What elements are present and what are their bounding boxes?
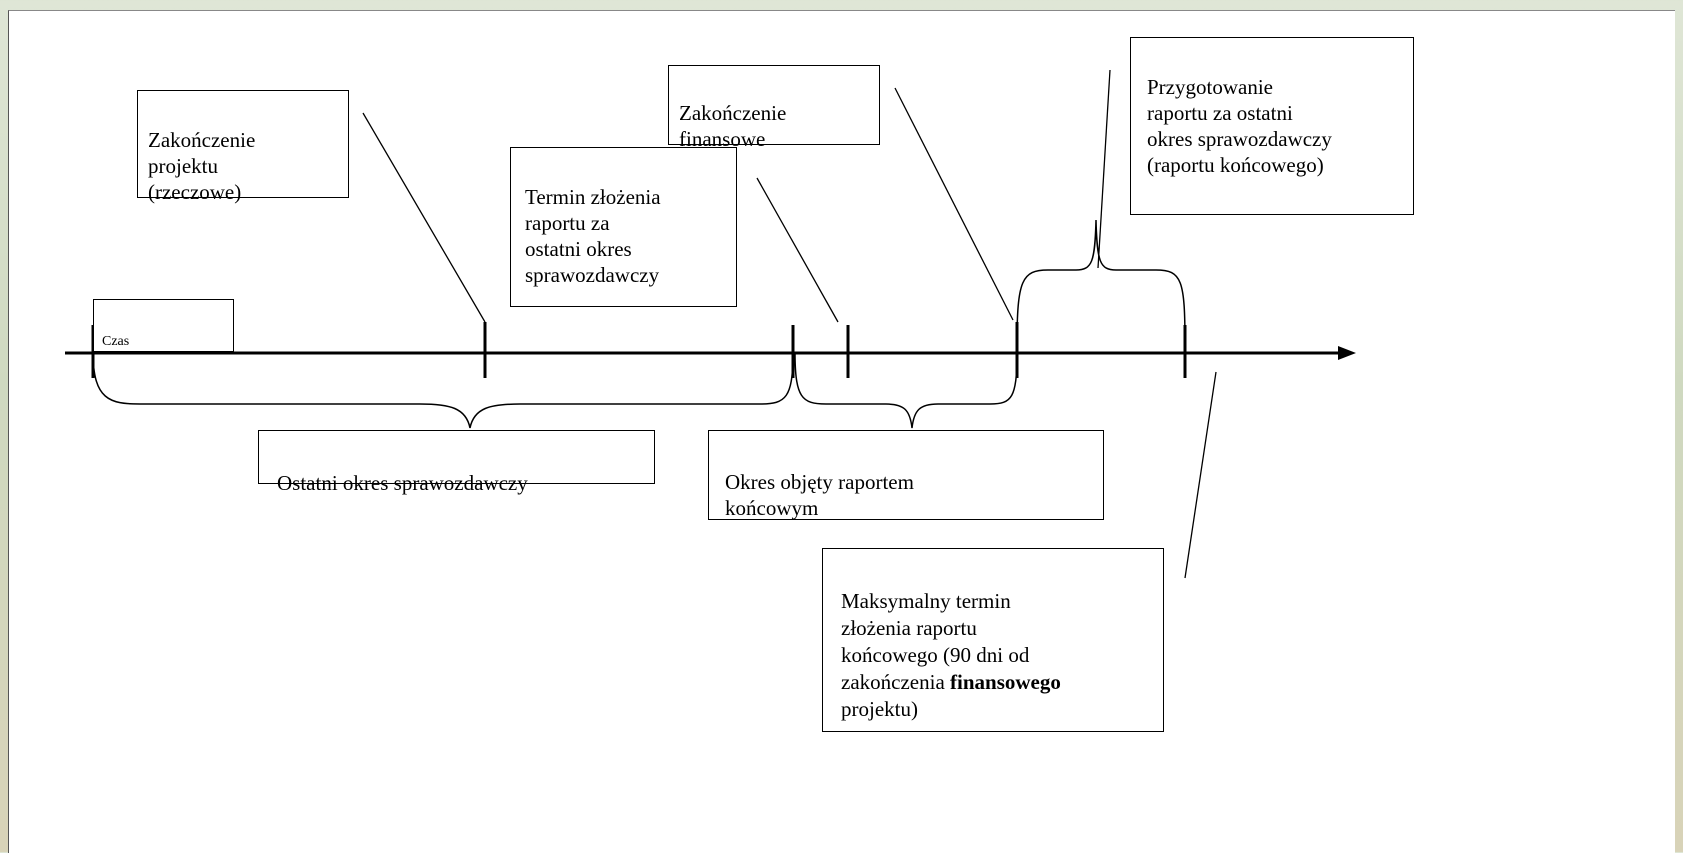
brace-ostatni-okres <box>92 351 794 429</box>
brace-przygotowanie <box>1016 219 1186 346</box>
termin-zlozenia-box: Termin złożenia raportu za ostatni okres… <box>510 147 737 307</box>
zakonczenie-projektu-label: Zakończenie projektu (rzeczowe) <box>148 128 256 204</box>
przygotowanie-box: Przygotowanie raportu za ostatni okres s… <box>1130 37 1414 215</box>
pointer-zakonczenie-projektu <box>362 112 486 323</box>
maksymalny-termin-box: Maksymalny termin złożenia raportu końco… <box>822 548 1164 732</box>
timeline-arrowhead <box>1338 346 1356 360</box>
zakonczenie-projektu-box: Zakończenie projektu (rzeczowe) <box>137 90 349 204</box>
pointer-maksymalny-termin <box>1184 371 1217 579</box>
pointer-termin-zlozenia <box>756 177 839 323</box>
zakonczenie-finansowe-label: Zakończenie finansowe <box>679 101 787 151</box>
termin-zlozenia-label: Termin złożenia raportu za ostatni okres… <box>525 185 661 287</box>
okres-objety-label: Okres objęty raportem końcowym <box>725 470 914 520</box>
pointer-zakonczenie-finansowe <box>894 87 1014 321</box>
maksymalny-termin-label-2: projektu) <box>841 697 918 721</box>
brace-okres-objety <box>794 351 1018 429</box>
maksymalny-termin-label-1: Maksymalny termin złożenia raportu końco… <box>841 589 1030 694</box>
czas-label-box: Czas <box>93 299 234 352</box>
ostatni-okres-box: Ostatni okres sprawozdawczy <box>258 430 655 495</box>
ostatni-okres-label: Ostatni okres sprawozdawczy <box>277 471 528 495</box>
przygotowanie-label: Przygotowanie raportu za ostatni okres s… <box>1147 75 1332 177</box>
czas-label: Czas <box>102 334 130 349</box>
zakonczenie-finansowe-box: Zakończenie finansowe <box>668 65 880 151</box>
pointer-przygotowanie <box>1097 69 1111 269</box>
okres-objety-box: Okres objęty raportem końcowym <box>708 430 1104 520</box>
maksymalny-termin-label-bold: finansowego <box>950 670 1061 694</box>
